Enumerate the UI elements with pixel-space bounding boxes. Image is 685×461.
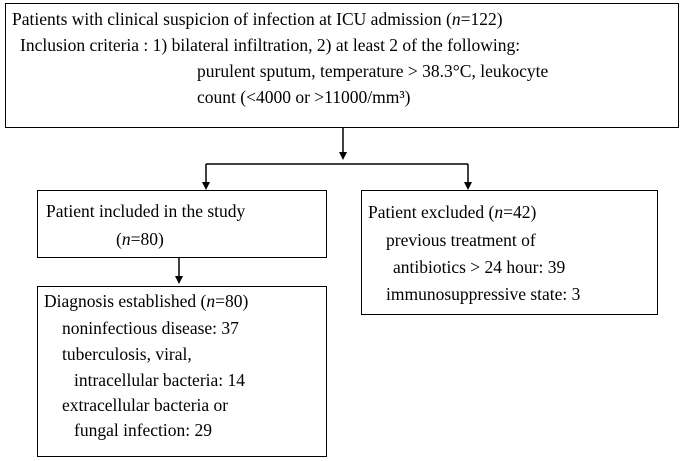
included-count: (n=80): [116, 229, 164, 249]
diagnosis-line-5: fungal infection: 29: [74, 420, 213, 440]
inclusion-criteria-line-3: count (<4000 or >11000/mm³): [197, 87, 411, 107]
screening-title: Patients with clinical suspicion of infe…: [12, 9, 503, 29]
screening-box: Patients with clinical suspicion of infe…: [5, 3, 679, 128]
diagnosis-line-4: extracellular bacteria or: [62, 395, 229, 415]
diagnosis-box: Diagnosis established (n=80) noninfectio…: [37, 286, 327, 457]
excluded-line-1: previous treatment of: [386, 230, 536, 250]
diagnosis-line-3: intracellular bacteria: 14: [74, 370, 246, 390]
diagnosis-title: Diagnosis established (n=80): [44, 291, 249, 311]
included-title: Patient included in the study: [46, 201, 246, 221]
excluded-line-2: antibiotics > 24 hour: 39: [393, 257, 566, 277]
included-box: Patient included in the study (n=80): [37, 190, 327, 258]
excluded-title: Patient excluded (n=42): [368, 202, 537, 222]
inclusion-criteria-line-2: purulent sputum, temperature > 38.3°C, l…: [197, 61, 549, 81]
diagnosis-line-2: tuberculosis, viral,: [62, 344, 192, 364]
excluded-box: Patient excluded (n=42) previous treatme…: [361, 190, 658, 315]
diagnosis-line-1: noninfectious disease: 37: [62, 318, 239, 338]
excluded-line-3: immunosuppressive state: 3: [386, 284, 581, 304]
inclusion-criteria-line-1: Inclusion criteria : 1) bilateral infilt…: [20, 35, 521, 55]
